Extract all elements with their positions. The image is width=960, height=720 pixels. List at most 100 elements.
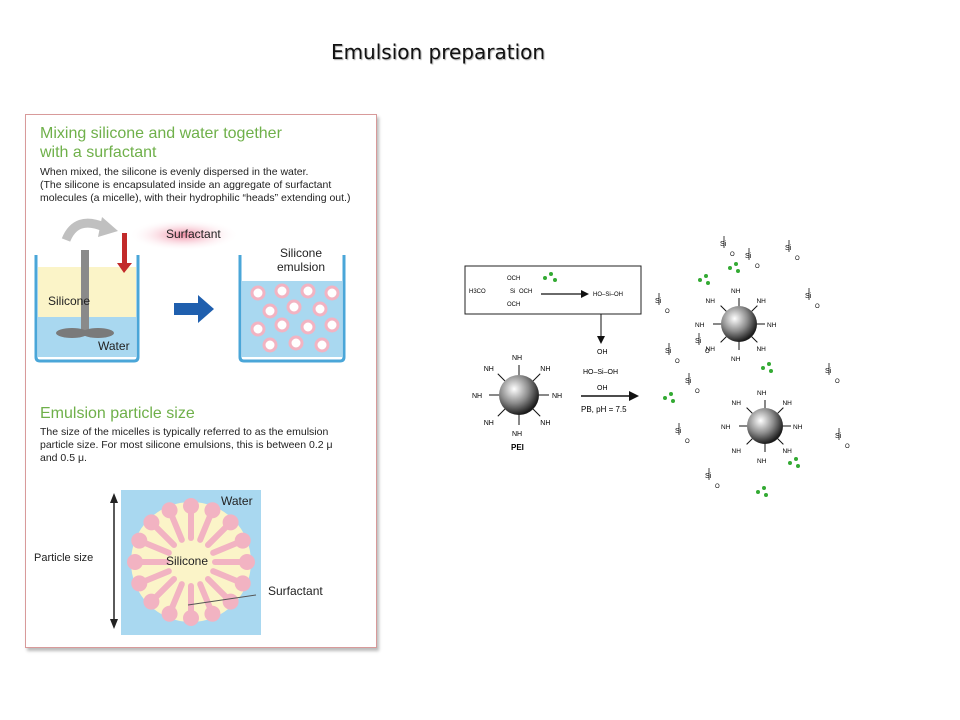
tfa-atom: [704, 274, 708, 278]
ammonium-label: NH: [706, 346, 716, 353]
box-reagent-left: H3CO: [469, 289, 486, 295]
emulsion-droplet: [300, 283, 316, 299]
emulsion-droplet: [274, 317, 290, 333]
particle-size-label: Particle size: [34, 552, 94, 564]
surfactant-head: [234, 532, 251, 549]
tfa-atom: [756, 490, 760, 494]
silicon-label: Si: [835, 433, 842, 440]
micelle-illustration: [110, 490, 261, 635]
water-label: Water: [98, 339, 130, 353]
emulsion-droplet: [262, 303, 278, 319]
pei-amine-label: NH: [484, 366, 494, 373]
surfactant-tail: [151, 575, 178, 602]
emulsion-droplet: [274, 283, 290, 299]
surfactant-info-panel: Mixing silicone and water together with …: [25, 114, 377, 648]
surfactant-tail: [210, 539, 243, 556]
ammonium-label: NH: [731, 288, 741, 295]
silicon-label: Si: [785, 245, 792, 252]
oxygen-label: O: [715, 484, 720, 490]
size-heading: Emulsion particle size: [40, 405, 195, 422]
pei-amine-label: NH: [484, 420, 494, 427]
oxygen-label: O: [845, 444, 850, 450]
tfa-atom: [767, 362, 771, 366]
silicic-oh-bottom: OH: [597, 385, 608, 392]
pei-sphere: [499, 375, 539, 415]
surfactant-tail: [204, 522, 231, 549]
ammonium-label: NH: [706, 298, 716, 305]
surfactant-head: [131, 532, 148, 549]
pei-amine-label: NH: [512, 355, 522, 362]
silicon-label: Si: [705, 473, 712, 480]
silicic-row: HO–Si–OH: [583, 369, 618, 376]
process-arrow: [174, 295, 214, 323]
surfactant-label: Surfactant: [166, 227, 221, 241]
mixing-text-line3: molecules (a micelle), with their hydrop…: [40, 192, 351, 204]
mixing-text-line2: (The silicone is encapsulated inside an …: [40, 179, 332, 191]
surfactant-head: [143, 514, 160, 531]
chemistry-scheme: OCH H3CO Si OCH OCH HO–Si–OH OH HO–Si–OH…: [464, 236, 850, 497]
ammonium-label: NH: [732, 400, 742, 407]
box-reagent-si: Si: [510, 289, 515, 295]
surfactant-head: [127, 554, 143, 570]
surfactant-head: [204, 502, 221, 519]
pei-amine-label: NH: [540, 366, 550, 373]
surfactant-molecules: [127, 498, 255, 626]
tfa-atom: [736, 269, 740, 273]
surfactant-tail: [168, 581, 185, 614]
surfactant-head: [183, 610, 199, 626]
tfa-atom: [796, 464, 800, 468]
oxygen-label: O: [755, 264, 760, 270]
box-reagent-bottom: OCH: [507, 302, 520, 308]
surfactant-tail: [197, 581, 214, 614]
mixing-heading-line2: with a surfactant: [40, 144, 157, 161]
product-sphere-2: [747, 408, 783, 444]
micelle-water-label: Water: [221, 494, 253, 508]
mixing-illustration: [34, 217, 346, 635]
ammonium-label: NH: [695, 322, 705, 329]
silicon-label: Si: [655, 298, 662, 305]
emulsion-droplet: [314, 337, 330, 353]
surfactant-head: [234, 575, 251, 592]
size-text-line1: The size of the micelles is typically re…: [40, 426, 329, 438]
emulsion-droplet: [324, 317, 340, 333]
surfactant-head: [161, 502, 178, 519]
surfactant-head: [143, 593, 160, 610]
surfactant-head: [222, 514, 239, 531]
oxygen-label: O: [815, 304, 820, 310]
surfactant-tail: [204, 575, 231, 602]
silicon-label: Si: [745, 253, 752, 260]
pei-amine-label: NH: [512, 431, 522, 438]
surfactant-head: [222, 593, 239, 610]
tfa-atom: [762, 486, 766, 490]
oxygen-label: O: [835, 379, 840, 385]
oxygen-label: O: [675, 359, 680, 365]
oxygen-label: O: [665, 309, 670, 315]
emulsion-label-line1: Silicone: [279, 246, 323, 260]
mixing-text-line1: When mixed, the silicone is evenly dispe…: [40, 166, 309, 178]
ammonium-label: NH: [767, 322, 777, 329]
silicon-label: Si: [825, 368, 832, 375]
surfactant-tail: [197, 510, 214, 543]
surfactant-tail: [210, 568, 243, 585]
surfactant-glow: [129, 219, 239, 251]
tfa-atom: [794, 457, 798, 461]
tfa-atom: [663, 396, 667, 400]
box-reagent-top: OCH: [507, 276, 520, 282]
product-sphere-1: [721, 306, 757, 342]
ammonium-label: NH: [756, 298, 766, 305]
silica-aggregate: NHNHNHNHNHNHNHNHNHNHNHNHNHNHNHNHSiOSiOSi…: [655, 236, 850, 497]
tfa-atom: [764, 493, 768, 497]
silicon-label: Si: [685, 378, 692, 385]
ammonium-label: NH: [757, 390, 767, 397]
emulsion-droplets: [250, 283, 340, 353]
emulsion-droplet: [324, 285, 340, 301]
ammonium-label: NH: [782, 400, 792, 407]
ammonium-label: NH: [731, 356, 741, 363]
size-text-line3: and 0.5 μ.: [40, 452, 87, 464]
silicon-label: Si: [675, 428, 682, 435]
silicon-label: Si: [720, 241, 727, 248]
oxygen-label: O: [730, 252, 735, 258]
tfa-atom: [669, 392, 673, 396]
oxygen-label: O: [695, 389, 700, 395]
surfactant-head: [204, 605, 221, 622]
